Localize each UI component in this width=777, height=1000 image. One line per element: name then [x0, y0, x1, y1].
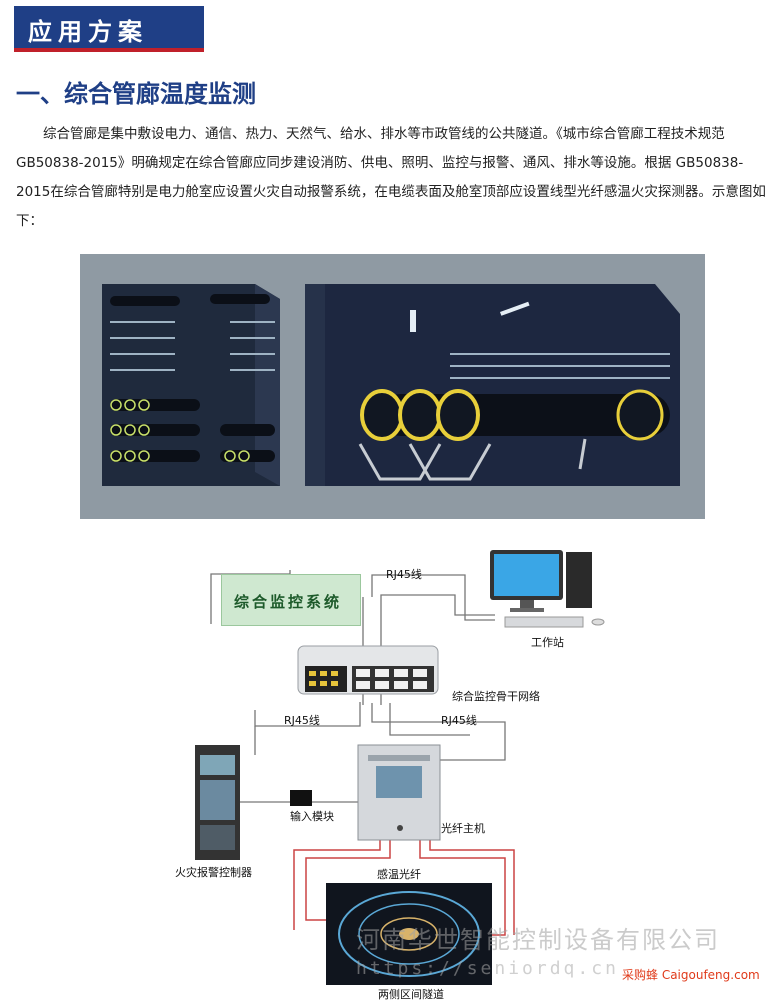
- url-watermark: https://seniordq.cn: [356, 958, 619, 979]
- diagram-svg: [195, 550, 605, 985]
- section-badge: 应用方案: [14, 6, 204, 52]
- rj45-left-label: RJ45线: [284, 714, 320, 727]
- right-cabin: [305, 284, 680, 486]
- input-module-device: [290, 790, 312, 806]
- tunnel-label: 两侧区间隧道: [378, 988, 444, 1000]
- sensing-fiber-label: 感温光纤: [377, 868, 421, 881]
- fiber-host-device: [357, 744, 441, 841]
- company-watermark: 河南华世智能控制设备有限公司: [356, 926, 720, 954]
- backbone-label: 综合监控骨干网络: [452, 690, 540, 703]
- workstation-computer: [490, 550, 605, 628]
- workstation-label: 工作站: [531, 636, 564, 649]
- brand-watermark: 采购蜂 Caigoufeng.com: [622, 968, 760, 982]
- intro-paragraph: 综合管廊是集中敷设电力、通信、热力、天然气、给水、排水等市政管线的公共隧道。《城…: [16, 126, 766, 229]
- tunnel-photo: [326, 883, 492, 985]
- integrated-monitoring-system-box: 综合监控系统: [221, 574, 361, 626]
- network-switch: [297, 645, 439, 695]
- rj45-right-label: RJ45线: [441, 714, 477, 727]
- tunnel-illustration: [80, 254, 705, 519]
- system-diagram: [0, 540, 777, 1000]
- tunnel-svg: [102, 284, 680, 486]
- section-title: 一、综合管廊温度监测: [16, 80, 256, 108]
- fire-controller-label: 火灾报警控制器: [175, 866, 252, 879]
- input-module-label: 输入模块: [290, 810, 334, 823]
- rj45-top-label: RJ45线: [386, 568, 422, 581]
- fire-alarm-cabinet: [195, 745, 240, 860]
- fiber-host-label: 光纤主机: [441, 822, 485, 835]
- integrated-monitoring-system-label: 综合监控系统: [234, 593, 343, 611]
- section-badge-label: 应用方案: [28, 18, 148, 46]
